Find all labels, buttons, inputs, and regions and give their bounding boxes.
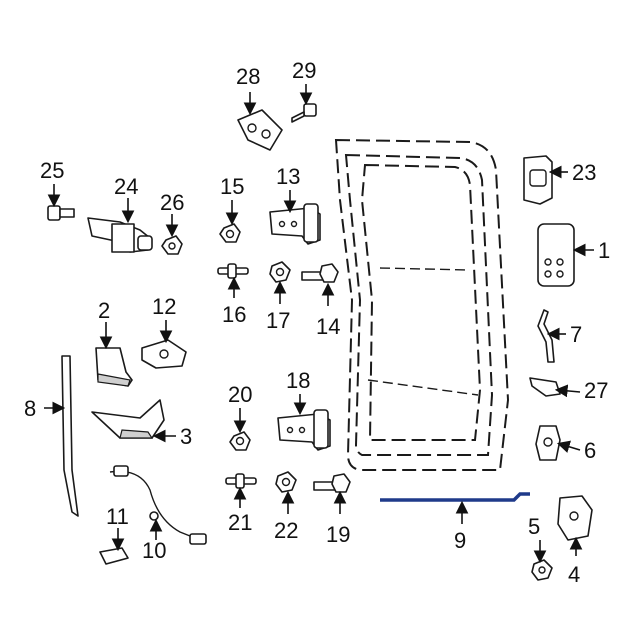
part-26-nut [161,235,183,255]
callout-14: 14 [316,314,340,339]
callout-16: 16 [222,302,246,327]
part-20-nut [229,431,251,451]
part-21-pin [225,473,257,489]
part-23-handle [523,155,553,205]
callout-2: 2 [98,298,110,323]
callout-26: 26 [160,190,184,215]
callout-25: 25 [40,158,64,183]
callout-11: 11 [106,504,129,529]
callout-18: 18 [286,368,310,393]
callout-3: 3 [180,424,192,449]
callout-23: 23 [572,160,596,185]
part-5-bolt [531,559,553,581]
part-10-cable [109,465,207,545]
callout-13: 13 [276,164,300,189]
callout-15: 15 [220,174,244,199]
part-27-bracket [529,377,561,397]
part-16-pin [217,263,249,279]
part-22-nut [275,471,297,493]
callout-1: 1 [598,238,610,263]
callout-17: 17 [266,308,290,333]
part-17-nut [269,261,291,283]
part-19-bolt [313,473,351,493]
callout-8: 8 [24,396,36,421]
part-29-bolt [291,103,317,123]
callout-19: 19 [326,522,350,547]
leader-lines [44,84,594,564]
part-1-lock [537,223,575,287]
callout-5: 5 [528,514,540,539]
part-8-weatherstrip [61,355,79,517]
callout-9: 9 [454,528,466,553]
callout-27: 27 [584,378,608,403]
callout-24: 24 [114,174,138,199]
part-7-rod [537,309,555,363]
callout-20: 20 [228,382,252,407]
callout-21: 21 [228,510,252,535]
part-14-bolt [301,263,339,283]
callout-12: 12 [152,294,176,319]
part-12-striker [141,339,187,369]
part-18-hinge [277,409,331,451]
part-4-latch [557,495,593,541]
callout-22: 22 [274,518,298,543]
callout-4: 4 [568,562,580,587]
part-2-bracket [95,347,133,387]
part-15-nut [219,223,241,243]
callout-28: 28 [236,64,260,89]
door-outline [334,138,510,471]
part-25-bolt [47,205,75,221]
callout-10: 10 [142,538,166,563]
callout-7: 7 [570,322,582,347]
callout-6: 6 [584,438,596,463]
part-28-hinge-plate [237,109,283,151]
callout-labels: 1 2 3 4 5 6 7 8 9 10 11 12 13 14 15 16 1… [24,58,610,587]
part-24-door-check [87,217,153,253]
part-3-bracket [91,399,165,439]
part-6-latch [535,425,561,461]
part-9-rod [380,492,530,502]
part-13-hinge [269,203,321,245]
callout-29: 29 [292,58,316,83]
part-11-clip [99,547,129,565]
